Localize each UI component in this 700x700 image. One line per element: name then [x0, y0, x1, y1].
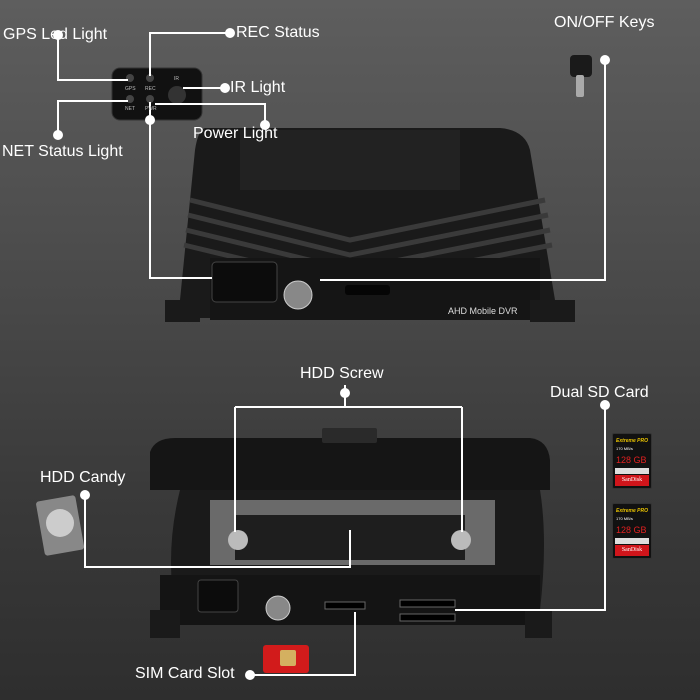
sd-brand: SanDisk: [615, 475, 649, 486]
label-sim-card-slot: SIM Card Slot: [135, 665, 235, 682]
led-label-gps: GPS: [125, 86, 136, 92]
sd-speed: 170 MB/s: [616, 516, 633, 521]
sd-card-2: Extreme PRO 170 MB/s 128 GB SanDisk: [612, 503, 652, 559]
label-power-light: Power Light: [193, 125, 278, 142]
led-label-ir: IR: [174, 76, 179, 82]
sd-line: Extreme PRO: [616, 438, 648, 444]
label-gps-led-light: GPS Led Light: [3, 26, 108, 43]
label-on-off-keys: ON/OFF Keys: [554, 14, 655, 31]
led-label-net: NET: [125, 106, 135, 112]
dvr-front-view: [165, 128, 575, 322]
model-label: AHD Mobile DVR: [448, 306, 518, 316]
label-ir-light: IR Light: [230, 79, 286, 96]
led-label-pwr: PWR: [145, 106, 157, 112]
label-rec-status: REC Status: [236, 24, 320, 41]
hdd-icon: [36, 495, 85, 556]
sd-capacity: 128 GB: [616, 455, 647, 465]
label-dual-sd-card: Dual SD Card: [550, 384, 649, 401]
sim-card-icon: [263, 645, 309, 673]
sd-card-1: Extreme PRO 170 MB/s 128 GB SanDisk: [612, 433, 652, 489]
dvr-open-view: [150, 428, 552, 638]
label-hdd-candy: HDD Candy: [40, 469, 126, 486]
sd-capacity: 128 GB: [616, 525, 647, 535]
led-label-rec: REC: [145, 86, 156, 92]
label-net-status-light: NET Status Light: [2, 143, 123, 160]
sd-line: Extreme PRO: [616, 508, 648, 514]
sd-brand: SanDisk: [615, 545, 649, 556]
label-hdd-screw: HDD Screw: [300, 365, 384, 382]
led-panel-zoom: [111, 67, 203, 121]
sd-speed: 170 MB/s: [616, 446, 633, 451]
key-icon: [570, 55, 592, 97]
